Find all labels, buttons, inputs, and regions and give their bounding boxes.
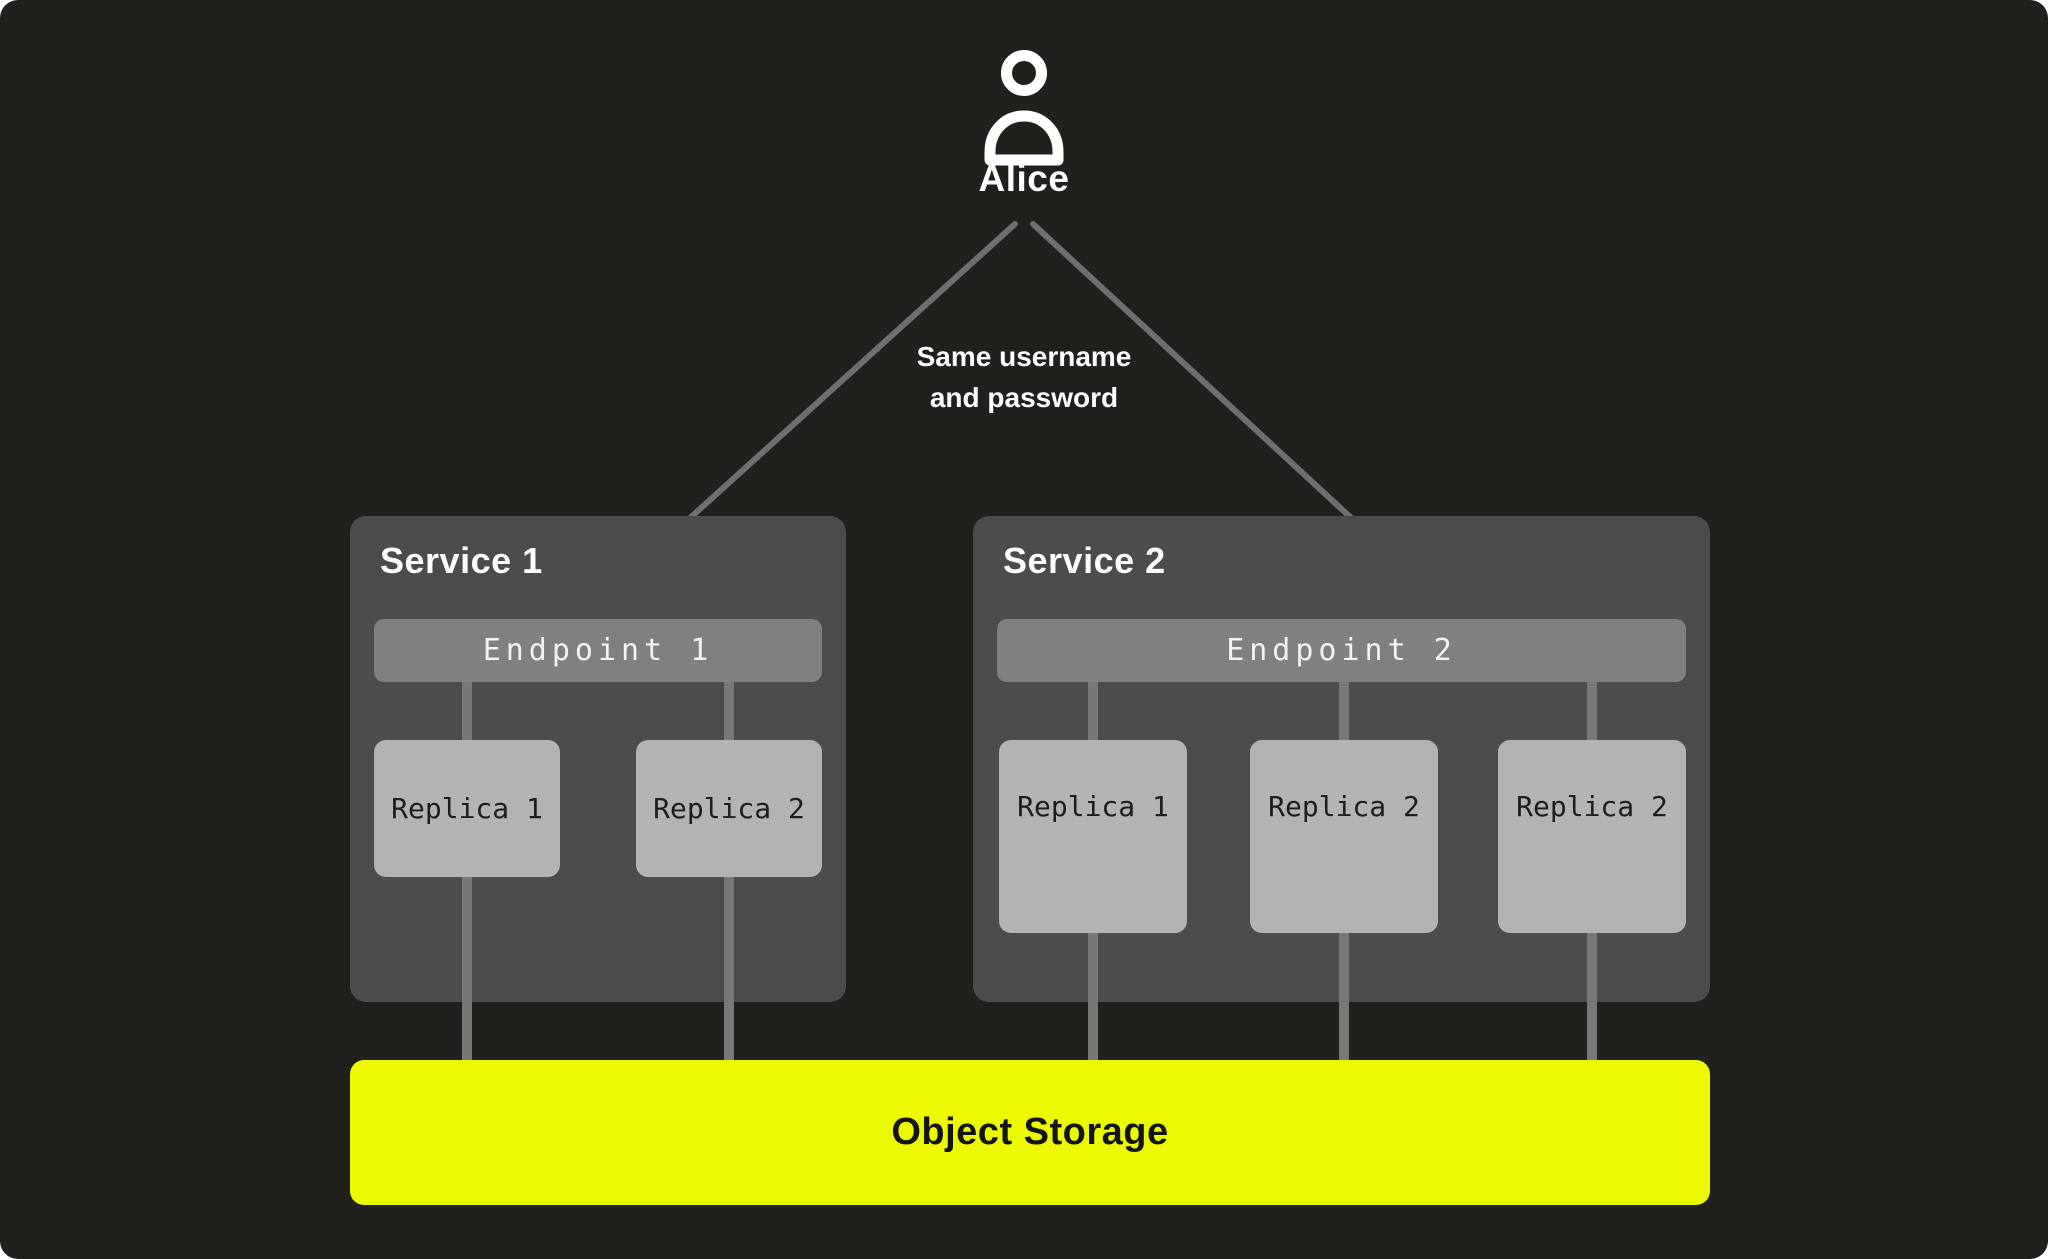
endpoint-1-bar: Endpoint 1 [374,619,822,682]
service-1-title: Service 1 [380,540,543,581]
service-2-replica-1: Replica 1 [999,740,1187,933]
connection-note-line2: and password [929,382,1119,413]
replica-label: Replica 1 [1017,790,1169,823]
object-storage-bar: Object Storage [350,1060,1710,1205]
user-icon [984,50,1064,166]
user-name-label: Alice [978,158,1070,199]
service-2-title: Service 2 [1003,540,1166,581]
connection-note: Same username and password [774,336,1274,418]
service-2-replica-3: Replica 2 [1498,740,1686,933]
replica-label: Replica 2 [1268,790,1420,823]
replica-label: Replica 2 [653,792,805,825]
replica-label: Replica 1 [391,792,543,825]
connection-note-line1: Same username [916,341,1132,372]
service-1-replica-1: Replica 1 [374,740,560,877]
service-1-replica-2: Replica 2 [636,740,822,877]
service-2-replica-2: Replica 2 [1250,740,1438,933]
endpoint-2-bar: Endpoint 2 [997,619,1686,682]
replica-label: Replica 2 [1516,790,1668,823]
